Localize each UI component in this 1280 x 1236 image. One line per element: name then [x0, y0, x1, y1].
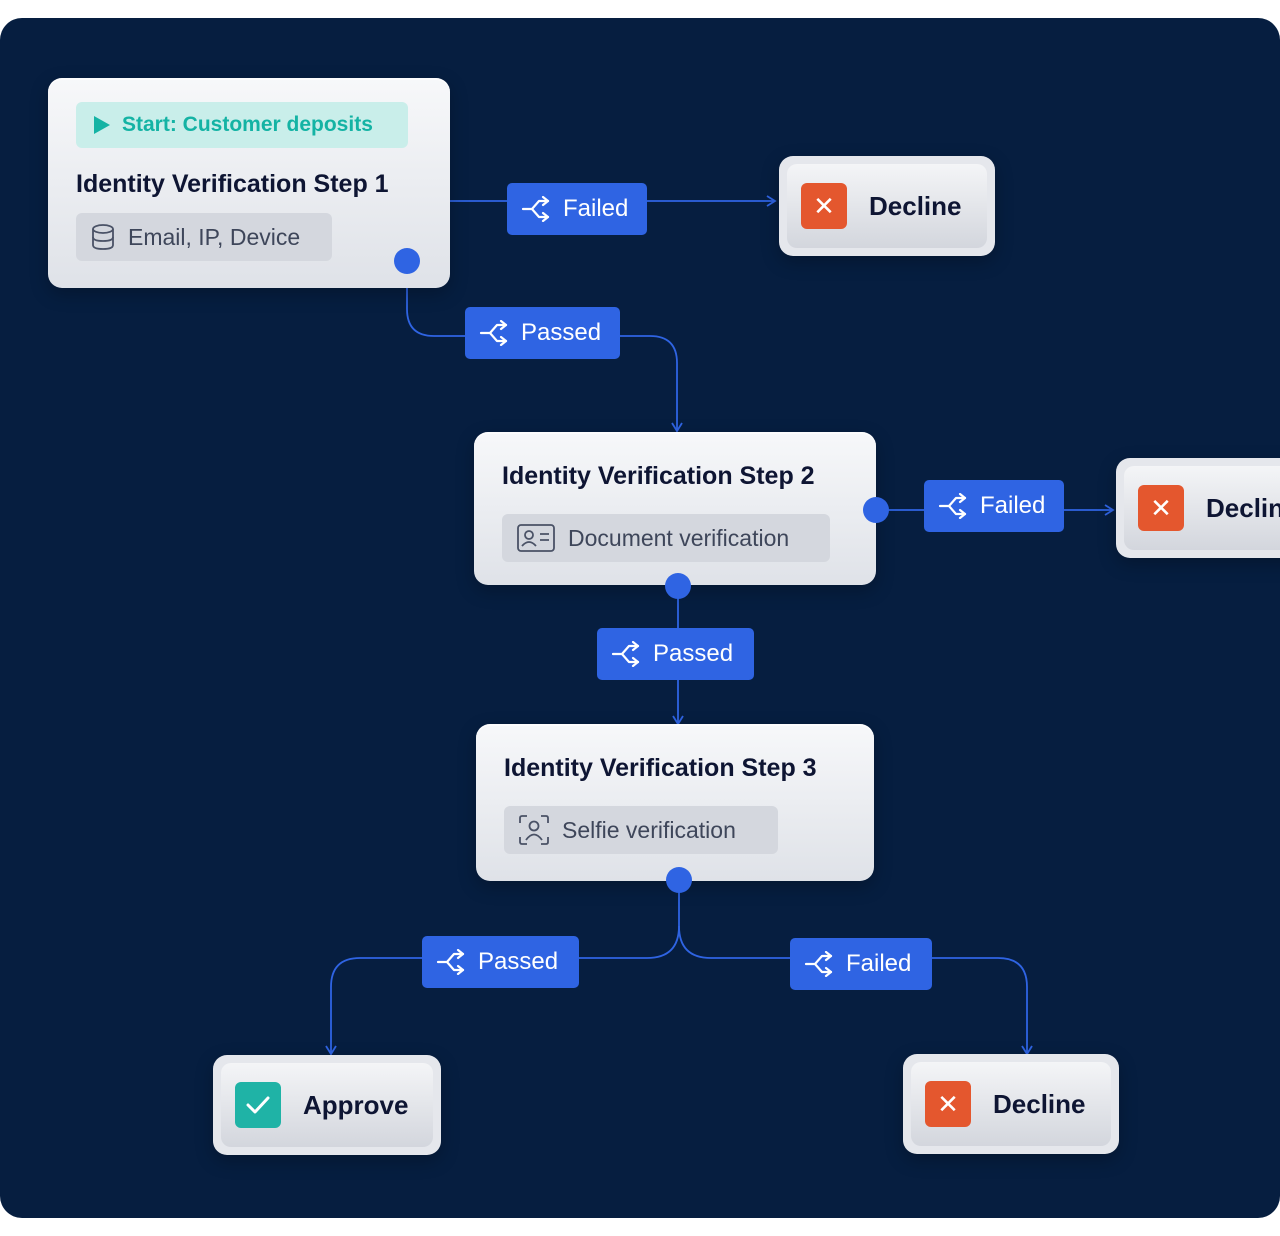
step-1-failed-condition[interactable]: Failed — [507, 183, 647, 235]
step-2-chip[interactable]: Document verification — [502, 514, 830, 562]
branch-icon — [938, 493, 967, 519]
step-2-title: Identity Verification Step 2 — [502, 462, 815, 490]
step-1-failed-label: Failed — [563, 195, 629, 222]
step-3-title: Identity Verification Step 3 — [504, 754, 817, 782]
start-trigger-label: Start: Customer deposits — [122, 113, 373, 136]
step-2-passed-condition[interactable]: Passed — [597, 628, 754, 680]
step-3-failed-label: Failed — [846, 950, 912, 977]
step-1-chip[interactable]: Email, IP, Device — [76, 213, 332, 261]
step-1-passed-label: Passed — [521, 319, 602, 346]
step-3-output-port[interactable] — [666, 867, 692, 893]
branch-icon — [804, 951, 833, 977]
step-2-failed-label: Failed — [980, 492, 1046, 519]
step-3-passed-condition[interactable]: Passed — [422, 936, 579, 988]
step-1-passed-condition[interactable]: Passed — [465, 307, 620, 359]
branch-icon — [479, 320, 508, 346]
face-scan-icon — [519, 815, 549, 845]
branch-icon — [436, 949, 465, 975]
step-2-failed-port[interactable] — [863, 497, 889, 523]
step-3-passed-label: Passed — [478, 948, 559, 975]
approve-outcome[interactable]: Approve — [213, 1055, 441, 1155]
decline-outcome-3[interactable]: ✕ Decline — [903, 1054, 1119, 1154]
decline-label-2: Declin — [1206, 492, 1280, 523]
branch-icon — [521, 196, 550, 222]
step-2-failed-condition[interactable]: Failed — [924, 480, 1064, 532]
branch-icon — [611, 641, 640, 667]
step-1-chip-label: Email, IP, Device — [128, 223, 301, 250]
step-2-node[interactable]: Identity Verification Step 2 Document ve… — [474, 432, 876, 585]
decline-outcome-1[interactable]: ✕ Decline — [779, 156, 995, 256]
step-3-node[interactable]: Identity Verification Step 3 Selfie veri… — [476, 724, 874, 881]
step-2-passed-label: Passed — [653, 640, 734, 667]
check-icon — [235, 1082, 281, 1128]
play-icon — [94, 116, 110, 134]
approve-label: Approve — [303, 1089, 409, 1120]
step-3-failed-condition[interactable]: Failed — [790, 938, 932, 990]
close-icon: ✕ — [801, 183, 847, 229]
step-2-chip-label: Document verification — [568, 524, 790, 551]
step-3-chip-label: Selfie verification — [562, 816, 736, 843]
step-1-output-port[interactable] — [394, 248, 420, 274]
database-icon — [92, 224, 114, 250]
decline-outcome-2[interactable]: ✕ Declin — [1116, 458, 1280, 558]
start-trigger-badge[interactable]: Start: Customer deposits — [76, 102, 408, 148]
id-card-icon — [517, 524, 555, 552]
close-icon: ✕ — [1138, 485, 1184, 531]
step-1-title: Identity Verification Step 1 — [76, 170, 389, 198]
decline-label-1: Decline — [869, 190, 962, 221]
step-3-chip[interactable]: Selfie verification — [504, 806, 778, 854]
decline-label-3: Decline — [993, 1088, 1086, 1119]
close-icon: ✕ — [925, 1081, 971, 1127]
step-2-passed-port[interactable] — [665, 573, 691, 599]
workflow-canvas: Start: Customer deposits Identity Verifi… — [0, 18, 1280, 1218]
step-1-node[interactable]: Start: Customer deposits Identity Verifi… — [48, 78, 450, 288]
